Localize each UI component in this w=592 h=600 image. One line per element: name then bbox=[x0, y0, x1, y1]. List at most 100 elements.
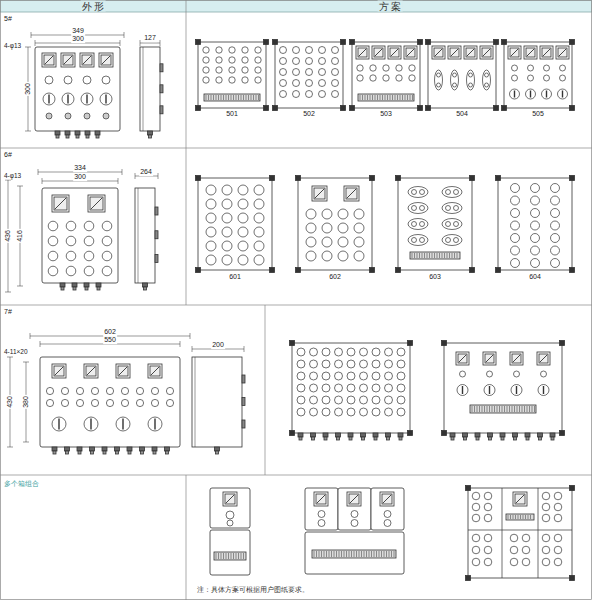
button-hole bbox=[322, 237, 332, 247]
meter-face bbox=[54, 366, 64, 376]
stroke bbox=[356, 551, 357, 557]
mounting-tab bbox=[370, 268, 375, 273]
button-hole bbox=[528, 65, 534, 71]
button-hole bbox=[293, 47, 300, 54]
mounting-tab bbox=[496, 176, 501, 181]
meter-face bbox=[225, 494, 235, 504]
stroke bbox=[154, 419, 155, 430]
stroke bbox=[344, 551, 345, 557]
terminal-strip bbox=[358, 94, 414, 101]
button-hole bbox=[551, 234, 560, 243]
stroke bbox=[366, 551, 367, 557]
button-hole bbox=[238, 213, 248, 223]
meter-face bbox=[510, 48, 519, 57]
stroke bbox=[86, 95, 87, 104]
stroke bbox=[516, 386, 517, 394]
button-hole bbox=[335, 348, 343, 356]
button-hole bbox=[61, 399, 68, 406]
stroke bbox=[231, 95, 232, 100]
meter-face bbox=[526, 48, 535, 57]
stroke bbox=[151, 367, 159, 375]
cable-gland bbox=[84, 283, 89, 287]
button-hole bbox=[242, 57, 248, 63]
button-hole bbox=[255, 67, 261, 73]
button-hole bbox=[409, 65, 415, 71]
button-hole bbox=[322, 251, 332, 261]
stroke bbox=[246, 95, 247, 100]
stroke bbox=[40, 341, 41, 347]
mounting-tab bbox=[442, 341, 447, 346]
stroke bbox=[371, 551, 372, 557]
button-hole bbox=[322, 384, 330, 392]
stroke bbox=[543, 386, 544, 394]
button-hole bbox=[522, 534, 530, 542]
stroke bbox=[64, 56, 72, 64]
stroke bbox=[218, 95, 219, 100]
stroke bbox=[349, 551, 350, 557]
button-hole bbox=[385, 396, 393, 404]
meter-face bbox=[458, 354, 467, 363]
stroke bbox=[55, 367, 63, 375]
cable-gland bbox=[65, 447, 70, 451]
cable-gland bbox=[66, 135, 69, 138]
meter-window bbox=[148, 364, 162, 378]
button-hole bbox=[487, 371, 493, 377]
stroke bbox=[329, 551, 330, 557]
button-hole bbox=[222, 255, 232, 265]
table-label: 方 案 bbox=[378, 1, 403, 12]
button-hole bbox=[84, 236, 94, 246]
button-hole bbox=[91, 387, 98, 394]
dimension-vertical: 416 bbox=[16, 229, 24, 243]
table-label: 604 bbox=[528, 273, 542, 281]
stroke bbox=[492, 406, 493, 412]
stroke bbox=[362, 95, 363, 100]
button-hole bbox=[397, 396, 405, 404]
stroke bbox=[365, 95, 366, 100]
button-hole bbox=[151, 399, 158, 406]
terminal-strip bbox=[506, 514, 534, 520]
button-hole bbox=[332, 80, 339, 87]
cable-gland bbox=[143, 283, 148, 287]
stroke bbox=[140, 43, 160, 44]
cable-gland bbox=[539, 437, 542, 440]
button-hole bbox=[397, 384, 405, 392]
stroke bbox=[397, 95, 398, 100]
stroke bbox=[494, 406, 495, 412]
button-hole bbox=[222, 199, 232, 209]
side-boss bbox=[242, 375, 245, 383]
button-hole bbox=[48, 236, 58, 246]
cable-gland bbox=[53, 451, 56, 454]
stroke bbox=[336, 551, 337, 557]
stroke bbox=[160, 40, 161, 46]
stroke bbox=[265, 305, 266, 475]
cable-gland bbox=[85, 287, 88, 290]
button-hole bbox=[472, 546, 480, 554]
cable-gland bbox=[141, 451, 144, 454]
terminal-strip bbox=[204, 94, 260, 101]
button-hole bbox=[360, 348, 368, 356]
cable-gland bbox=[72, 283, 77, 287]
mounting-tab bbox=[296, 176, 301, 181]
button-hole bbox=[469, 73, 473, 77]
stroke bbox=[17, 286, 23, 287]
cable-gland bbox=[538, 433, 543, 437]
dimension-vertical: 436 bbox=[4, 229, 12, 243]
button-hole bbox=[485, 83, 489, 87]
cable-gland bbox=[312, 437, 315, 440]
cable-gland bbox=[115, 447, 120, 451]
meter-window bbox=[540, 46, 553, 59]
button-hole bbox=[412, 238, 417, 243]
button-hole bbox=[280, 91, 287, 98]
cable-gland bbox=[166, 451, 169, 454]
button-hole bbox=[551, 196, 560, 205]
stroke bbox=[256, 95, 257, 100]
button-hole bbox=[420, 190, 425, 195]
button-hole bbox=[222, 213, 232, 223]
button-hole bbox=[385, 348, 393, 356]
button-hole bbox=[360, 408, 368, 416]
stroke bbox=[532, 406, 533, 412]
mounting-tab bbox=[350, 40, 355, 45]
mounting-tab bbox=[570, 176, 575, 181]
cable-gland bbox=[55, 131, 60, 135]
